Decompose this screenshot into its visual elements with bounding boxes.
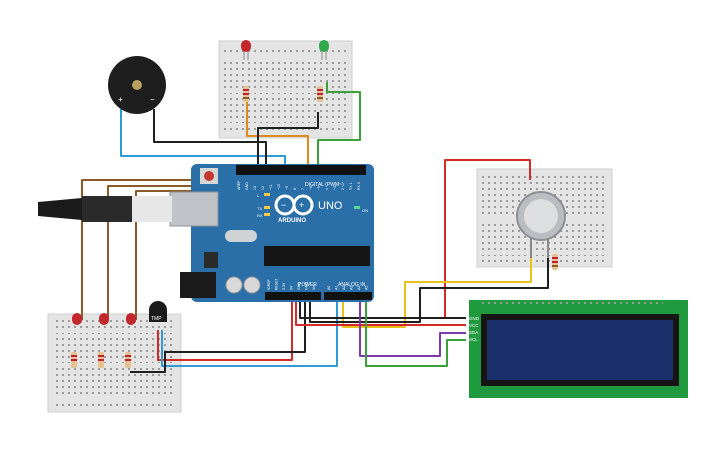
digital-pin-label: TX 1 <box>349 183 353 190</box>
wire-tmp-black <box>130 302 306 373</box>
analog-pin-label: A5 <box>365 286 369 290</box>
lcd-pin-label: SCL <box>469 337 478 342</box>
resistor-gas <box>552 254 558 270</box>
digital-pin-label: ~5 <box>317 186 321 190</box>
power-pin-label: GND <box>305 282 309 290</box>
led-red-top <box>241 40 251 60</box>
capacitor-1 <box>225 276 243 294</box>
lcd-pin-labels: GND VCC SDA SCL <box>469 316 480 342</box>
svg-text:+: + <box>299 200 304 210</box>
digital-pin-label: 8 <box>293 188 297 190</box>
led-tx-label: TX <box>257 206 262 211</box>
wire-tmp-blue <box>161 302 338 367</box>
power-pin-label: IOREF <box>267 279 271 290</box>
led-rx-label: RX <box>257 213 263 218</box>
wire-lcd-vcc <box>295 302 466 326</box>
power-jack <box>180 272 216 298</box>
wire-led-red-orange <box>246 102 309 168</box>
digital-header <box>236 165 366 175</box>
digital-pin-label: 12 <box>261 186 265 190</box>
wire-led-green <box>317 82 361 168</box>
power-pin-label: GND <box>297 282 301 290</box>
buzzer-minus-label: − <box>150 95 155 104</box>
led-red-left-2 <box>99 313 109 325</box>
arduino-logo: − + <box>274 194 314 216</box>
wire-lcd-sda <box>359 302 466 357</box>
temperature-sensor: TMP <box>149 301 167 322</box>
analog-header-label: ANALOG IN <box>338 282 366 288</box>
arduino-model-label: UNO <box>318 200 343 212</box>
digital-pin-label: 2 <box>341 188 345 190</box>
voltage-regulator <box>204 252 218 268</box>
usb-cable-plug <box>38 198 82 220</box>
lcd-pin-label: GND <box>469 316 480 321</box>
resistor-left-2 <box>98 352 104 368</box>
digital-pin-label: 7 <box>301 188 305 190</box>
digital-header-label: DIGITAL (PWM~) <box>305 182 344 188</box>
wire-buzzer-blue <box>120 109 286 168</box>
wire-lcd-gnd <box>299 302 466 319</box>
arduino-uno-board: DIGITAL (PWM~) − + ARDUINO UNO ON L TX R… <box>38 164 374 302</box>
led-red-left-3 <box>126 313 136 325</box>
power-pin-label: RESET <box>275 277 279 290</box>
breadboard-top <box>218 40 353 139</box>
microcontroller-chip <box>264 246 370 266</box>
analog-pin-label: A1 <box>335 286 339 290</box>
led-red-left-1 <box>72 313 82 325</box>
digital-pin-label: RX 0 <box>357 182 361 190</box>
digital-pin-label: 4 <box>325 188 329 190</box>
power-pin-label: Vin <box>312 285 316 290</box>
on-label: ON <box>362 208 368 213</box>
piezo-buzzer: + − <box>108 56 166 114</box>
arduino-brand-label: ARDUINO <box>278 218 306 224</box>
analog-pin-label: A2 <box>342 286 346 290</box>
digital-pin-label: ~3 <box>333 186 337 190</box>
gas-sensor <box>516 191 566 258</box>
wire-lcd-scl <box>365 302 466 367</box>
crystal <box>225 230 257 242</box>
power-pin-label: 3.3V <box>282 282 286 290</box>
wire-top-gnd <box>257 112 319 168</box>
power-header-label: POWER <box>298 282 317 288</box>
capacitor-2 <box>243 276 261 294</box>
lcd-pin-label: VCC <box>469 323 479 328</box>
digital-pin-label: ~11 <box>269 184 273 190</box>
digital-pin-label: AREF <box>237 181 241 190</box>
digital-pin-label: ~6 <box>309 186 313 190</box>
resistor-left-1 <box>71 352 77 368</box>
led-l-label: L <box>257 193 260 198</box>
buzzer-plus-label: + <box>118 95 123 104</box>
wire-buzzer-black <box>153 109 267 168</box>
digital-pin-label: GND <box>245 182 249 190</box>
digital-pin-label: ~9 <box>285 186 289 190</box>
analog-pin-label: A4 <box>357 286 361 290</box>
digital-pin-label: 13 <box>253 186 257 190</box>
lcd-module <box>469 300 688 398</box>
resistor-left-3 <box>125 352 131 368</box>
usb-connector <box>169 191 219 227</box>
lcd-pin-label: SDA <box>469 330 478 335</box>
digital-pin-label: ~10 <box>277 184 281 190</box>
lcd-screen <box>481 314 679 386</box>
power-header <box>265 292 321 300</box>
tmp-label: TMP <box>151 316 162 322</box>
analog-pin-label: A0 <box>327 286 331 290</box>
analog-header <box>324 292 372 300</box>
resistor-top-2 <box>317 86 323 102</box>
svg-text:−: − <box>281 200 286 210</box>
wire-tmp-red <box>157 302 293 361</box>
analog-pin-label: A3 <box>350 286 354 290</box>
power-pin-label: 5V <box>290 285 294 290</box>
led-green-top <box>319 40 329 60</box>
wire-gas-red <box>444 159 531 318</box>
resistor-top-1 <box>243 86 249 102</box>
